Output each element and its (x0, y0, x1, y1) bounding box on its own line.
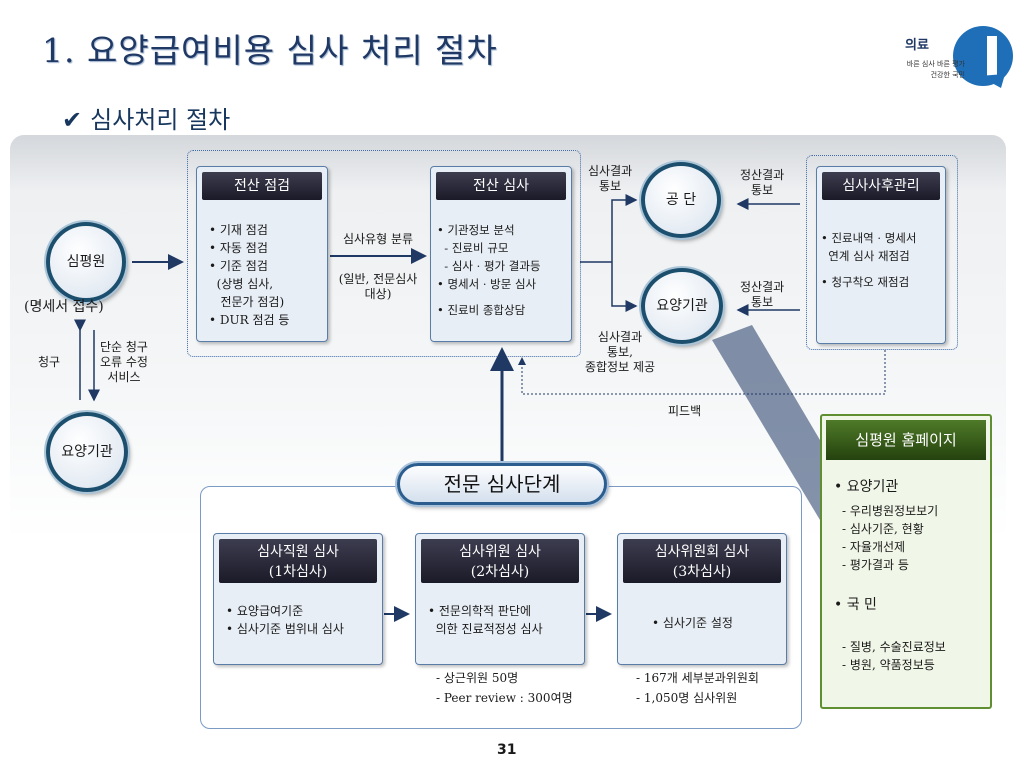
logo-tag-line1: 바른 심사 바른 평가 (906, 60, 965, 68)
computer-check-title: 전산 점검 (202, 172, 322, 200)
stage3-notes: - 167개 세부분과위원회 - 1,050명 심사위원 (636, 668, 759, 708)
post-review-group (806, 155, 958, 350)
stage2-note: - Peer review : 300여명 (436, 691, 573, 705)
logo-tag-line2: 건강한 국민 (930, 71, 965, 79)
computer-review-item: • 명세서 · 방문 심사 (437, 277, 537, 291)
post-review-card: 심사사후관리 • 진료내역 · 명세서 연계 심사 재점검 • 청구착오 재점검 (816, 166, 946, 344)
computer-check-item: 전문가 점검) (209, 295, 285, 309)
settle-nhis-label: 정산결과 통보 (740, 168, 785, 197)
classification-label: 심사유형 분류 (342, 232, 414, 246)
computer-review-card: 전산 심사 • 기관정보 분석 - 진료비 규모 - 심사 · 평가 결과등• … (430, 166, 572, 342)
post-review-list: • 진료내역 · 명세서 연계 심사 재점검 • 청구착오 재점검 (821, 229, 916, 291)
post-review-item: • 청구착오 재점검 (821, 275, 910, 289)
claim-label: 청구 (38, 355, 61, 369)
homepage-provider-item: - 심사기준, 현황 (842, 522, 924, 536)
computer-review-item: • 진료비 종합상담 (437, 303, 526, 317)
expert-review-stage-title: 전문 심사단계 (397, 463, 607, 505)
stage3-title: 심사위원회 심사 (3차심사) (623, 539, 781, 583)
computer-process-group (187, 150, 581, 357)
nhis-node: 공 단 (641, 162, 721, 238)
computer-check-card: 전산 점검 • 기재 점검 • 자동 점검 • 기준 점검 (상병 심사, 전문가 … (196, 166, 328, 342)
homepage-provider-item: - 우리병원정보보기 (842, 504, 939, 518)
notify-provider-label: 심사결과 통보, 종합정보 제공 (584, 330, 656, 374)
stage1-title: 심사직원 심사 (1차심사) (219, 539, 377, 583)
stage1-card: 심사직원 심사 (1차심사) • 요양급여기준 • 심사기준 범위내 심사 (213, 533, 383, 665)
computer-check-list: • 기재 점검 • 자동 점검 • 기준 점검 (상병 심사, 전문가 점검) • D… (209, 221, 289, 329)
stage2-item: • 전문의학적 판단에 (428, 604, 532, 618)
post-review-title: 심사사후관리 (822, 172, 940, 200)
stage1-item: • 요양급여기준 (226, 604, 304, 618)
stage2-list: • 전문의학적 판단에 의한 진료적정성 심사 (428, 602, 543, 638)
hira-sub-label: (명세서 접수) (24, 299, 104, 315)
stage3-card: 심사위원회 심사 (3차심사) • 심사기준 설정 (617, 533, 787, 665)
computer-review-item: - 진료비 규모 (437, 241, 509, 255)
computer-review-title: 전산 심사 (436, 172, 566, 200)
homepage-provider-item: - 평가결과 등 (842, 558, 909, 572)
provider-node-bottom: 요양기관 (46, 412, 128, 492)
stage3-list: • 심사기준 설정 (652, 614, 733, 632)
callout-wedge (712, 325, 820, 520)
stage3-note: - 1,050명 심사위원 (636, 691, 738, 705)
homepage-provider-item: - 자율개선제 (842, 540, 906, 554)
subtitle-text: 심사처리 절차 (90, 106, 231, 134)
computer-review-list: • 기관정보 분석 - 진료비 규모 - 심사 · 평가 결과등 • 명세서 · … (437, 221, 541, 319)
computer-review-item (437, 293, 541, 301)
stage2-title: 심사위원 심사 (2차심사) (421, 539, 579, 583)
computer-review-item: • 기관정보 분석 (437, 223, 515, 237)
stage1-item: • 심사기준 범위내 심사 (226, 622, 344, 636)
stage2-card: 심사위원 심사 (2차심사) • 전문의학적 판단에 의한 진료적정성 심사 (415, 533, 585, 665)
post-review-item (821, 265, 916, 273)
homepage-title: 심평원 홈페이지 (826, 420, 986, 460)
computer-check-item: • 기재 점검 (209, 223, 268, 237)
stage2-item: 의한 진료적정성 심사 (428, 622, 543, 636)
computer-check-item: (상병 심사, (209, 277, 274, 291)
feedback-label: 피드백 (668, 404, 702, 418)
stage2-notes: - 상근위원 50명 - Peer review : 300여명 (436, 668, 573, 708)
homepage-public-item: - 병원, 약품정보등 (842, 658, 935, 672)
computer-check-item: • 기준 점검 (209, 259, 268, 273)
homepage-provider-label: • 요양기관 (834, 479, 899, 495)
homepage-public-item: - 질병, 수술진료정보 (842, 640, 946, 654)
page-number: 31 (497, 742, 517, 758)
section-subtitle: ✔심사처리 절차 (62, 100, 230, 135)
page-title: 1. 요양급여비용 심사 처리 절차 (42, 31, 498, 70)
checkmark-icon: ✔ (62, 106, 83, 134)
stage2-note: - 상근위원 50명 (436, 671, 519, 685)
logo-wordmark: 의료평가 (905, 34, 953, 53)
computer-check-item: • DUR 점검 등 (209, 313, 290, 327)
settle-provider-label: 정산결과 통보 (740, 280, 785, 309)
feedback-line (518, 350, 886, 395)
classification-sub-label: (일반, 전문심사 대상) (338, 272, 418, 301)
stage1-list: • 요양급여기준 • 심사기준 범위내 심사 (226, 602, 344, 638)
post-review-item: 연계 심사 재점검 (821, 249, 910, 263)
homepage-public-list: - 질병, 수술진료정보 - 병원, 약품정보등 (842, 638, 946, 674)
computer-check-item: • 자동 점검 (209, 241, 268, 255)
stage3-item: • 심사기준 설정 (652, 616, 733, 630)
arrow-to-nhis (611, 194, 638, 262)
correction-service-label: 단순 청구 오류 수정 서비스 (100, 340, 148, 384)
hira-node: 심평원 (46, 222, 126, 302)
logo-main: 의료 (905, 38, 929, 53)
provider-node-right: 요양기관 (641, 268, 723, 344)
computer-review-item: - 심사 · 평가 결과등 (437, 259, 541, 273)
stage3-note: - 167개 세부분과위원회 (636, 671, 759, 685)
logo-emblem-icon (953, 26, 1013, 88)
notify-nhis-label: 심사결과 통보 (588, 164, 633, 193)
homepage-box: 심평원 홈페이지 • 요양기관 - 우리병원정보보기 - 심사기준, 현황 - 자율… (820, 414, 992, 709)
homepage-provider-list: - 우리병원정보보기 - 심사기준, 현황 - 자율개선제 - 평가결과 등 (842, 502, 938, 574)
post-review-item: • 진료내역 · 명세서 (821, 231, 917, 245)
arrow-to-provider (611, 262, 638, 312)
logo-accent: 평가 (928, 38, 953, 53)
homepage-public-label: • 국 민 (834, 597, 877, 613)
